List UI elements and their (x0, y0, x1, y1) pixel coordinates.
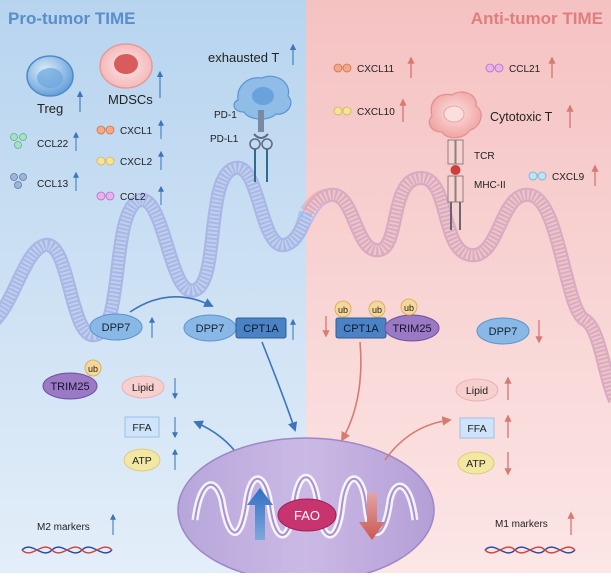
ub-circle-3 (400, 298, 418, 316)
right-cpt1a-label: CPT1A (343, 323, 379, 335)
cxcl2-label: CXCL2 (120, 157, 153, 168)
left-atp-shape (123, 448, 161, 472)
right-dna-helix (484, 546, 576, 554)
cxcl10-label: CXCL10 (357, 107, 395, 118)
pd1-pdl1-receptor (249, 110, 273, 182)
right-lipid-shape (455, 378, 499, 402)
ccl22-dots (10, 133, 27, 149)
cytotoxic-t-cell (428, 91, 482, 139)
left-trim25-label: TRIM25 (50, 381, 89, 393)
ccl2-label: CCL2 (120, 192, 146, 203)
left-dpp7-shape (89, 313, 143, 341)
cxcl1-dots (96, 125, 115, 135)
cxcl9-label: CXCL9 (552, 172, 585, 183)
right-trim25-shape (384, 314, 440, 342)
pd1-label: PD-1 (214, 110, 237, 121)
fao-label: FAO (294, 508, 320, 523)
cxcl10-dots (333, 106, 352, 116)
mhc2-label: MHC-II (474, 180, 506, 191)
m2-markers-label: M2 markers (37, 522, 90, 533)
right-title: Anti-tumor TIME (471, 9, 603, 28)
complex-dpp7-label: DPP7 (196, 323, 225, 335)
ccl2-dots (96, 191, 115, 201)
cxcl2-dots (96, 156, 115, 166)
ub-circle-1 (334, 300, 352, 318)
right-mito-to-metabolites-arrow (384, 416, 452, 461)
ub-label-1: ub (338, 305, 348, 315)
left-lipid-label: Lipid (132, 382, 154, 394)
cxcl11-label: CXCL11 (357, 64, 394, 75)
left-ffa-label: FFA (132, 422, 151, 434)
membrane-right-tint (300, 171, 611, 404)
ccl21-label: CCL21 (509, 64, 541, 75)
right-lipid-label: Lipid (466, 385, 488, 397)
left-lipid-shape (121, 375, 165, 399)
pdl1-label: PD-L1 (210, 134, 239, 145)
cxcl11-dots (333, 63, 352, 73)
left-dpp7-label: DPP7 (102, 322, 131, 334)
right-dpp7-label: DPP7 (489, 326, 518, 338)
dpp7-to-complex-arrow (129, 296, 214, 313)
fao-up-arrow (247, 488, 273, 540)
fao-shape (277, 498, 337, 532)
mdsc-label: MDSCs (108, 92, 153, 107)
treg-label: Treg (37, 101, 63, 116)
right-atp-label: ATP (466, 458, 486, 470)
exhausted-t-label: exhausted T (208, 50, 279, 65)
right-trim25-label: TRIM25 (392, 323, 431, 335)
ccl21-dots (485, 63, 504, 73)
cxcl1-label: CXCL1 (120, 126, 153, 137)
treg-cell (26, 55, 74, 97)
left-dna-helix (21, 546, 113, 554)
complex-to-mito-arrow (261, 341, 298, 432)
ub-label-2: ub (372, 305, 382, 315)
left-title: Pro-tumor TIME (8, 9, 136, 28)
cxcl9-dots (528, 171, 547, 181)
right-ffa-shape (459, 417, 495, 439)
right-ffa-label: FFA (467, 423, 486, 435)
left-cpt1a-label: CPT1A (243, 323, 279, 335)
membrane-left-tint (0, 160, 313, 342)
left-ub-label: ub (88, 364, 98, 374)
ccl13-label: CCL13 (37, 179, 69, 190)
left-atp-label: ATP (132, 455, 152, 467)
right-atp-shape (457, 451, 495, 475)
right-complex-to-mito-arrow (341, 341, 362, 442)
ccl22-label: CCL22 (37, 139, 69, 150)
exhausted-t-cell (233, 75, 292, 120)
cytotoxic-t-label: Cytotoxic T (490, 110, 553, 124)
right-dpp7-shape (476, 317, 530, 345)
ccl13-dots (10, 173, 27, 189)
left-trim25-shape (42, 372, 98, 400)
left-ub-circle (84, 359, 102, 377)
mdsc-cell (99, 43, 153, 89)
ub-label-3: ub (404, 303, 414, 313)
tcr-mhc-complex (447, 139, 464, 230)
left-cpt1a-shape (235, 317, 287, 339)
left-ffa-shape (124, 416, 160, 438)
ub-circle-2 (368, 300, 386, 318)
fao-down-arrow (359, 493, 385, 540)
m1-markers-label: M1 markers (495, 519, 548, 530)
tcr-label: TCR (474, 151, 495, 162)
